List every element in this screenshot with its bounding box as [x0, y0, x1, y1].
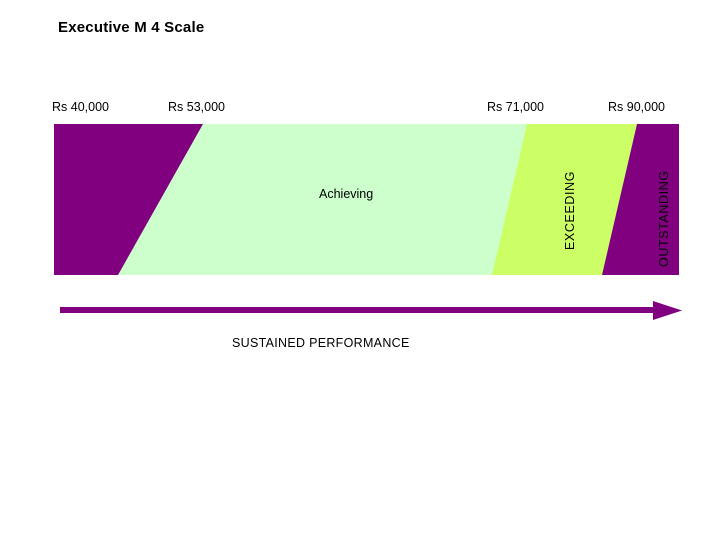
arrow-head: [653, 301, 682, 320]
band-exceeding-shape: [492, 124, 637, 275]
arrow-shaft: [60, 307, 660, 313]
band-label-outstanding: OUTSTANDING: [657, 170, 671, 267]
scale-marker-0: Rs 40,000: [52, 100, 109, 114]
scale-marker-1: Rs 53,000: [168, 100, 225, 114]
band-below-achieving-shape: [54, 124, 203, 275]
band-label-exceeding: EXCEEDING: [563, 170, 577, 250]
scale-marker-2: Rs 71,000: [487, 100, 544, 114]
page-title: Executive M 4 Scale: [58, 19, 205, 36]
arrow-shape: [60, 301, 682, 320]
band-outstanding-shape: [602, 124, 679, 275]
sustained-performance-arrow: [60, 298, 682, 326]
performance-band-bar: [54, 124, 679, 275]
scale-marker-3: Rs 90,000: [608, 100, 665, 114]
band-shapes: [54, 124, 679, 275]
bottom-caption: SUSTAINED PERFORMANCE: [232, 336, 410, 350]
band-label-achieving: Achieving: [319, 187, 374, 201]
